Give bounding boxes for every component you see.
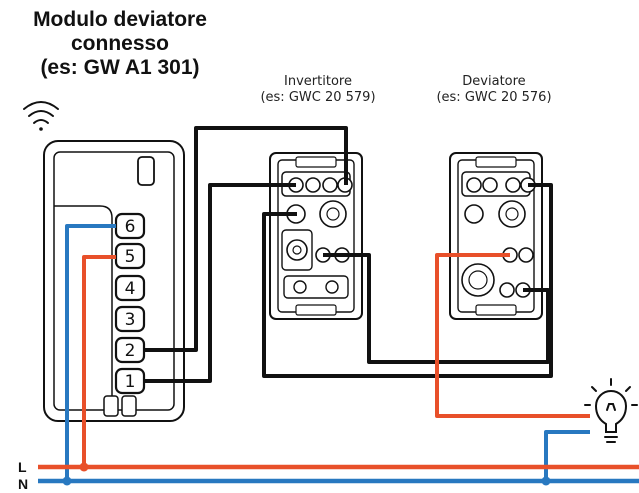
deviatore-label: Deviatore <box>462 74 525 89</box>
line-label: L <box>18 459 27 475</box>
deviatore-switch <box>449 152 543 320</box>
invertitore-switch <box>269 152 363 320</box>
terminal-2-label: 2 <box>125 341 136 361</box>
control-wires <box>145 126 553 383</box>
terminal-4-label: 4 <box>125 279 136 299</box>
module-title-line-3: (es: GW A1 301) <box>40 56 199 79</box>
neutral-label: N <box>18 476 28 492</box>
terminal-block: 6 5 4 3 2 1 <box>114 212 146 395</box>
wifi-icon <box>23 101 59 131</box>
module-title-line-2: connesso <box>71 32 169 55</box>
terminal-1-label: 1 <box>125 372 136 392</box>
terminal-3-label: 3 <box>125 310 136 330</box>
module-title-line-1: Modulo deviatore <box>33 8 207 31</box>
invertitore-label: Invertitore <box>284 74 352 89</box>
bulb-icon <box>584 378 638 443</box>
deviatore-example: (es: GWC 20 576) <box>436 90 551 105</box>
terminal-6-label: 6 <box>125 217 136 237</box>
terminal-5-label: 5 <box>125 247 136 267</box>
invertitore-example: (es: GWC 20 579) <box>260 90 375 105</box>
line-wires <box>82 253 590 467</box>
neutral-wires <box>65 224 590 481</box>
power-bus: L N <box>18 459 639 492</box>
